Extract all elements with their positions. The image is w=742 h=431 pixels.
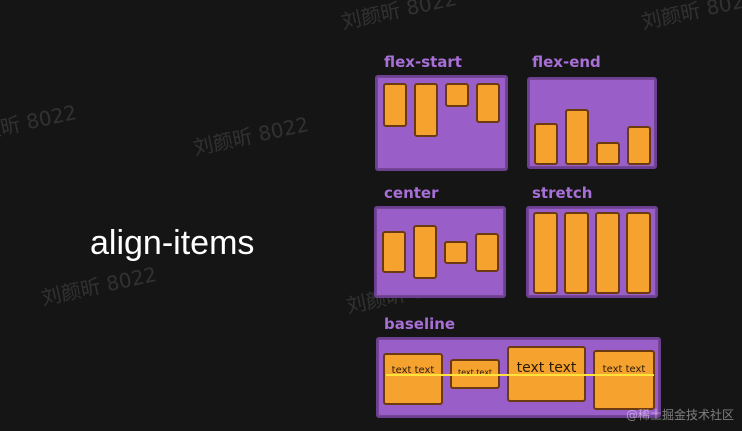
label-baseline: baseline [384,315,456,333]
label-flex-end: flex-end [532,53,601,71]
watermark-text: 刘颜昕 8022 [191,112,311,160]
flex-item [383,83,407,127]
flex-item [596,142,620,165]
flex-item [564,212,589,294]
watermark-text: 刘颜昕 8022 [0,100,79,148]
panel-stretch [526,206,658,298]
label-center: center [384,184,439,202]
flex-item [382,231,406,273]
watermark-corner: @稀土掘金技术社区 [625,408,734,422]
panel-baseline: text text text text text text text text [376,337,661,418]
flex-item [445,83,469,107]
flex-item [414,83,438,137]
flex-item: text text [383,353,443,405]
flex-item: text text [593,350,655,410]
slide-title: align-items [90,224,255,262]
flex-item [534,123,558,165]
watermark-text: 刘颜昕 8022 [339,0,459,34]
watermark-text: 刘颜昕 8022 [39,262,159,310]
panel-flex-start [375,75,508,171]
flex-item [565,109,589,165]
flex-item [444,241,468,264]
flex-item [413,225,437,279]
flex-item [476,83,500,123]
panel-flex-end [527,77,657,169]
flex-item [627,126,651,165]
flex-item [533,212,558,294]
watermark-text: 刘颜昕 8022 [639,0,742,34]
label-flex-start: flex-start [384,53,462,71]
baseline-line [386,374,654,376]
item-text: text text [602,364,646,375]
flex-item [475,233,499,272]
panel-center [374,206,506,298]
label-stretch: stretch [532,184,593,202]
item-text: text text [516,360,577,376]
flex-item [626,212,651,294]
flex-item [595,212,620,294]
item-text: text text [391,365,435,376]
item-text: text text [457,368,493,377]
